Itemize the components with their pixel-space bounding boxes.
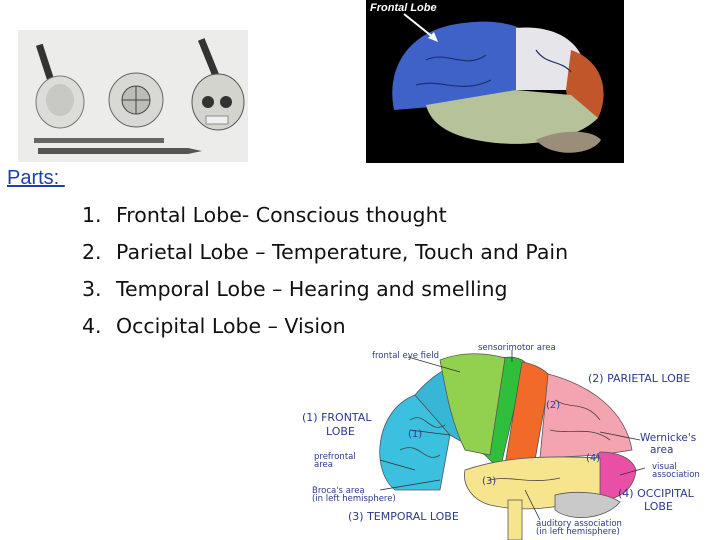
brocas-area-label-line2: (in left hemisphere) (312, 494, 396, 504)
parietal-number-label: (2) (546, 400, 560, 411)
skull-trepanation-photo (18, 30, 248, 162)
list-item: 2.Parietal Lobe – Temperature, Touch and… (82, 240, 569, 264)
temporal-number-label: (3) (482, 476, 496, 487)
list-item: 3.Temporal Lobe – Hearing and smelling (82, 277, 508, 301)
prefrontal-area-label: prefrontal (314, 452, 356, 462)
wernickes-area-label-line2: area (650, 444, 673, 456)
wernickes-area-label: Wernicke's (640, 432, 696, 444)
parietal-lobe-label: (2) PARIETAL LOBE (588, 372, 690, 385)
visual-association-label-line2: association (652, 470, 700, 480)
cerebellum (554, 491, 621, 518)
motor-region (484, 356, 526, 471)
auditory-association-label: auditory association (536, 519, 622, 529)
temporal-lobe-label: (3) TEMPORAL LOBE (348, 510, 459, 523)
frontal-lobe-caption: Frontal Lobe (370, 2, 437, 14)
brain-side-view-image: Frontal Lobe (366, 0, 624, 163)
parts-heading[interactable]: Parts: (7, 167, 65, 189)
parietal-region (539, 373, 633, 459)
occipital-lobe-label: (4) OCCIPITAL (618, 487, 695, 500)
brain-stem (507, 499, 523, 540)
auditory-association-label-line2: (in left hemisphere) (536, 527, 620, 537)
frontal-lobe-label-line2: LOBE (326, 425, 355, 438)
frontal-eye-region (439, 353, 506, 456)
occipital-lobe-label-line2: LOBE (644, 500, 673, 513)
list-item: 1.Frontal Lobe- Conscious thought (82, 203, 447, 227)
frontal-eye-field-label: frontal eye field (372, 351, 439, 361)
sensory-region (504, 361, 551, 466)
prefrontal-area-label-line2: area (314, 460, 333, 470)
frontal-number-label: (1) (408, 429, 422, 440)
list-item: 4.Occipital Lobe – Vision (82, 314, 346, 338)
parts-list: 1.Frontal Lobe- Conscious thought 2.Pari… (82, 200, 568, 348)
frontal-lobe-label: (1) FRONTAL (302, 411, 372, 424)
occipital-number-label: (4) (586, 453, 600, 464)
brain-lobes-diagram: frontal eye field sensorimotor area (2) … (300, 340, 715, 540)
sensorimotor-area-label: sensorimotor area (478, 343, 556, 353)
visual-association-label: visual (652, 462, 677, 472)
brocas-area-label: Broca's area (312, 486, 365, 496)
